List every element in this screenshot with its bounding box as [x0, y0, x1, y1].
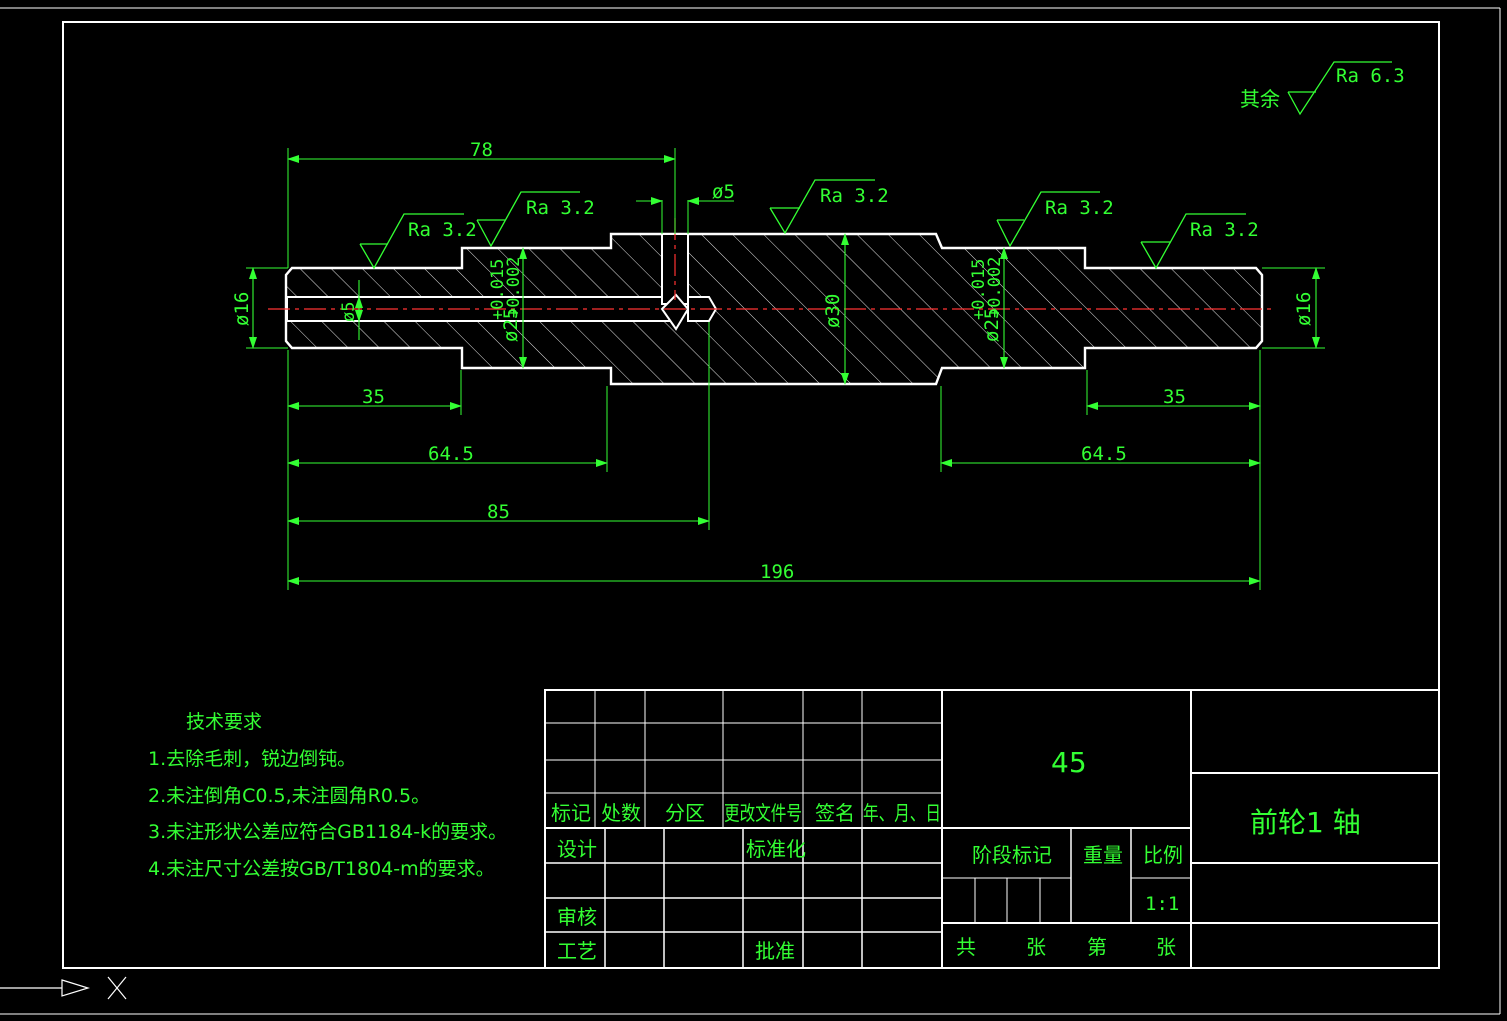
material: 45: [1051, 746, 1087, 779]
title-block: [544, 689, 1440, 969]
dim-d5-left: ø5: [339, 302, 359, 322]
dim-196: 196: [760, 561, 794, 583]
sheet-total: 共: [956, 935, 976, 959]
note-item: 2.未注倒角C0.5,未注圆角R0.5。: [148, 785, 430, 807]
dim-64-5-left: 64.5: [428, 443, 474, 465]
general-roughness: 其余 Ra 6.3: [1240, 61, 1405, 116]
title-block-texts: 标记 处数 分区 更改文件号 签名 年、月、日 设计 标准化 审核 工艺 批准 …: [551, 746, 1361, 963]
roughness-marks: [359, 179, 1246, 270]
general-roughness-value: Ra 6.3: [1336, 65, 1405, 87]
dim-d16-left: ø16: [231, 292, 253, 326]
sheet-unit: 张: [1156, 935, 1176, 959]
label-weight: 重量: [1083, 843, 1123, 867]
notes-title: 技术要求: [186, 711, 262, 733]
label-review: 审核: [557, 905, 597, 929]
label-design: 设计: [557, 837, 597, 861]
dim-64-5-right: 64.5: [1081, 443, 1127, 465]
roughness-center: Ra 3.2: [820, 185, 889, 207]
dimension-texts: 78 ø5 ø16 ø5 ø25 +0.015 +0.002 ø30 ø25 +…: [231, 139, 1315, 583]
shaft-section: [268, 218, 1272, 386]
rev-header: 年、月、日: [863, 801, 941, 825]
dim-d30: ø30: [822, 294, 844, 328]
dim-tol-right-lower: +0.002: [985, 257, 1005, 318]
sheet-edges: [0, 7, 1501, 1015]
scale-value: 1:1: [1145, 893, 1179, 915]
rev-header: 标记: [551, 801, 591, 825]
dim-tol-right-upper: +0.015: [969, 259, 989, 320]
dim-35-right: 35: [1163, 386, 1186, 408]
roughness-left-bearing: Ra 3.2: [526, 197, 595, 219]
label-approve: 批准: [755, 939, 795, 963]
note-item: 3.未注形状公差应符合GB1184-k的要求。: [148, 821, 507, 843]
label-standardization: 标准化: [746, 837, 806, 861]
technical-notes: 技术要求 1.去除毛刺，锐边倒钝。 2.未注倒角C0.5,未注圆角R0.5。 3…: [148, 711, 507, 880]
label-stage-mark: 阶段标记: [972, 843, 1052, 867]
roughness-right-bearing: Ra 3.2: [1045, 197, 1114, 219]
dim-d25-left: ø25: [500, 308, 522, 342]
note-item: 4.未注尺寸公差按GB/T1804-m的要求。: [148, 858, 495, 880]
sheet-num: 第: [1087, 935, 1107, 959]
general-roughness-prefix: 其余: [1240, 87, 1280, 111]
roughness-right-shaft: Ra 3.2: [1190, 219, 1259, 241]
extension-lines: [246, 148, 1325, 590]
label-scale: 比例: [1143, 843, 1183, 867]
dimension-lines: [249, 155, 1320, 585]
dim-d5-top: ø5: [712, 181, 735, 203]
rev-header: 更改文件号: [724, 801, 802, 825]
dim-tol-left-lower: +0.002: [504, 257, 524, 318]
roughness-texts: Ra 3.2 Ra 3.2 Ra 3.2 Ra 3.2 Ra 3.2: [408, 185, 1259, 241]
rev-header: 签名: [815, 801, 855, 825]
note-item: 1.去除毛刺，锐边倒钝。: [148, 748, 356, 770]
dim-tol-left-upper: +0.015: [488, 259, 508, 320]
dim-d16-right: ø16: [1293, 292, 1315, 326]
dim-78: 78: [470, 139, 493, 161]
dim-85: 85: [487, 501, 510, 523]
label-process: 工艺: [557, 939, 597, 963]
rev-header: 分区: [665, 801, 705, 825]
ucs-icon: [0, 976, 127, 1000]
roughness-left-shaft: Ra 3.2: [408, 219, 477, 241]
sheet-unit: 张: [1026, 935, 1046, 959]
rev-header: 处数: [601, 801, 641, 825]
dim-35-left: 35: [362, 386, 385, 408]
dim-d25-right: ø25: [981, 308, 1003, 342]
part-name: 前轮1 轴: [1250, 806, 1361, 839]
